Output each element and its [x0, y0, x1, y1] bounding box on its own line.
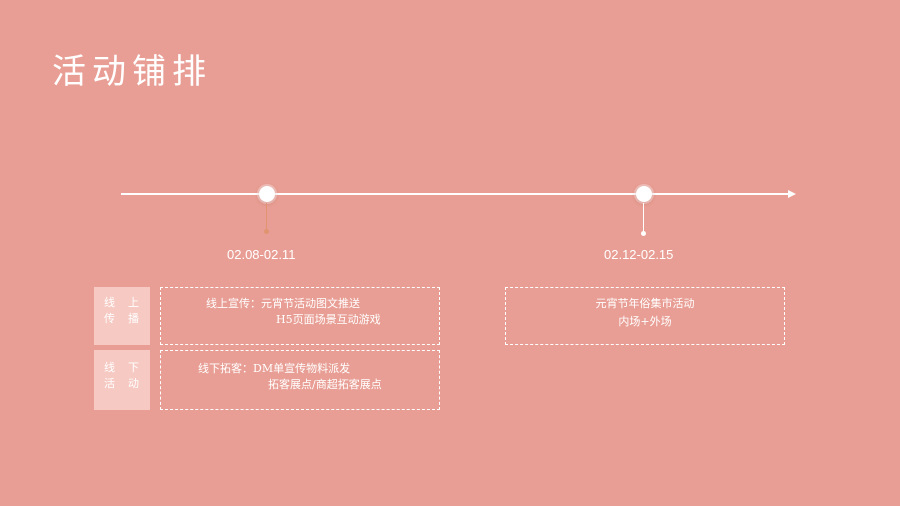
event-box-line1: 元宵节年俗集市活动 [595, 297, 695, 310]
row-label-online-line1: 线 上 [104, 296, 140, 309]
event-box-line2: 内场+外场 [618, 315, 672, 328]
timeline-node-1 [259, 186, 275, 202]
row-label-offline-line1: 线 下 [104, 361, 140, 374]
row-content-offline: 线下拓客：DM单宣传物料派发 拓客展点/商超拓客展点 [160, 350, 440, 410]
timeline-node-2 [636, 186, 652, 202]
milestone-date-2: 02.12-02.15 [604, 247, 674, 262]
event-box: 元宵节年俗集市活动 内场+外场 [505, 287, 785, 345]
row-label-offline-line2: 活 动 [104, 377, 140, 390]
timeline-connector-dot-2 [641, 231, 646, 236]
row-content-offline-line1: 线下拓客：DM单宣传物料派发 [198, 362, 351, 375]
timeline-connector-1 [266, 203, 267, 229]
timeline-axis [121, 193, 793, 195]
row-content-online: 线上宣传：元宵节活动图文推送 H5页面场景互动游戏 [160, 287, 440, 345]
milestone-date-1: 02.08-02.11 [227, 247, 296, 262]
timeline-arrow-icon [788, 190, 796, 198]
row-content-online-line1: 线上宣传：元宵节活动图文推送 [206, 297, 360, 310]
page-title: 活动铺排 [52, 52, 212, 92]
row-label-online: 线 上 传 播 [94, 287, 150, 345]
row-label-offline: 线 下 活 动 [94, 350, 150, 410]
row-content-online-line2: H5页面场景互动游戏 [276, 313, 381, 326]
row-label-online-line2: 传 播 [104, 312, 140, 325]
row-content-offline-line2: 拓客展点/商超拓客展点 [268, 378, 382, 391]
timeline-connector-2 [643, 203, 644, 231]
timeline-connector-dot-1 [264, 229, 269, 234]
